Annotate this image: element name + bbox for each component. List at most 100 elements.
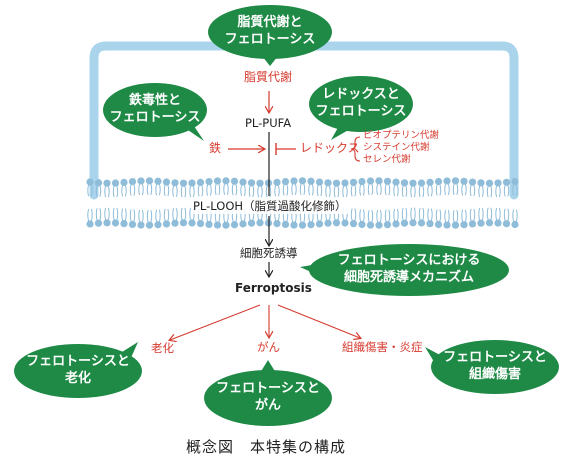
lipid-tail	[342, 185, 348, 198]
lipid-head	[213, 177, 222, 185]
lipid-tail	[384, 209, 391, 222]
lipid-head	[86, 178, 94, 186]
lipid-bilayer	[86, 177, 519, 229]
lipid-tail	[282, 184, 289, 196]
lipid-head	[383, 177, 392, 185]
lipid-head	[111, 179, 120, 187]
lipid-tail	[452, 183, 459, 195]
lipid-head	[298, 177, 307, 185]
lipid-tail	[316, 184, 323, 197]
bubble-death-mechanism: フェロトーシスにおける 細胞死誘導メカニズム	[337, 253, 481, 285]
lipid-head	[400, 179, 409, 187]
lipid-head	[434, 220, 443, 229]
lipid-tail	[240, 184, 246, 197]
lipid-tail	[291, 183, 297, 196]
label-pl-looh: PL-LOOH（脂質過酸化修飾）	[191, 199, 349, 214]
lipid-tail	[155, 184, 161, 196]
lipid-tail	[180, 186, 187, 198]
lipid-head	[383, 221, 392, 229]
lipid-head	[392, 220, 400, 228]
lipid-tail	[112, 207, 119, 221]
lipid-tail	[512, 184, 518, 196]
bubble-aging: フェロトーシスと 老化	[26, 354, 130, 386]
lipid-tail	[478, 208, 484, 221]
lipid-head	[307, 221, 315, 229]
bubble-redox: レドックスと フェロトーシス	[315, 87, 407, 119]
lipid-head	[205, 220, 213, 229]
lipid-tail	[393, 184, 399, 197]
lipid-head	[502, 178, 511, 186]
lipid-head	[349, 178, 358, 186]
label-cancer: がん	[257, 340, 280, 354]
lipid-head	[494, 179, 502, 187]
bubble-shape-iron-toxicity	[103, 83, 207, 141]
lipid-tail	[359, 184, 365, 196]
lipid-tail	[325, 185, 331, 197]
lipid-tail	[410, 186, 416, 198]
lipid-head	[511, 177, 519, 186]
lipid-head	[477, 219, 485, 227]
lipid-head	[196, 178, 205, 186]
lipid-head	[128, 220, 137, 229]
lipid-tail	[495, 185, 501, 198]
lipid-tail	[478, 185, 484, 197]
label-redox-detail-3: セレン代謝	[363, 154, 411, 165]
lipid-head	[451, 177, 460, 185]
lipid-head	[468, 220, 477, 228]
lipid-head	[154, 177, 162, 185]
lipid-tail	[155, 209, 161, 222]
lipid-tail	[503, 208, 510, 221]
lipid-head	[460, 221, 468, 229]
lipid-tail	[214, 183, 221, 196]
lipid-tail	[257, 186, 263, 198]
bubble-tissue-damage: フェロトーシスと 組織傷害	[443, 350, 547, 382]
lipid-head	[434, 177, 443, 186]
lipid-head	[179, 179, 188, 187]
lipid-tail	[121, 208, 127, 221]
lipid-head	[111, 219, 120, 227]
lipid-tail	[503, 185, 510, 197]
lipid-tail	[138, 183, 144, 196]
lipid-head	[349, 220, 358, 228]
lipid-head	[341, 219, 349, 227]
lipid-tail	[486, 186, 493, 198]
lipid-head	[485, 219, 494, 227]
lipid-tail	[299, 183, 306, 195]
lipid-tail	[146, 183, 153, 195]
lipid-head	[375, 177, 383, 185]
lipid-tail	[197, 185, 204, 197]
lipid-head	[222, 221, 230, 229]
lipid-head	[358, 177, 366, 186]
lipid-head	[375, 221, 383, 229]
lipid-tail	[384, 184, 391, 196]
lipid-head	[256, 179, 264, 187]
lipid-head	[511, 220, 519, 229]
bubble-cancer: フェロトーシスと がん	[216, 381, 320, 413]
label-iron: 鉄	[209, 141, 222, 155]
bubble-shape-death-mechanism	[300, 244, 509, 296]
lipid-tail	[274, 185, 280, 197]
lipid-head	[137, 177, 145, 185]
lipid-tail	[469, 208, 476, 222]
bubble-shape-tissue-damage	[425, 340, 559, 394]
lipid-tail	[172, 185, 178, 197]
lipid-head	[366, 177, 375, 185]
lipid-tail	[231, 184, 238, 196]
lipid-tail	[104, 186, 110, 198]
lipid-tail	[95, 208, 102, 221]
lipid-head	[400, 219, 409, 227]
lipid-head	[332, 219, 341, 227]
lipid-tail	[435, 184, 442, 196]
lipid-head	[315, 220, 324, 228]
lipid-tail	[350, 185, 357, 197]
lipid-head	[222, 177, 230, 185]
bubble-shape-lipid-metabolism	[208, 5, 332, 66]
lipid-head	[230, 177, 239, 185]
lipid-head	[426, 220, 434, 228]
lipid-tail	[308, 184, 314, 196]
lipid-head	[315, 178, 324, 186]
lipid-tail	[163, 184, 170, 197]
lipid-head	[247, 179, 256, 187]
lipid-head	[358, 220, 366, 229]
